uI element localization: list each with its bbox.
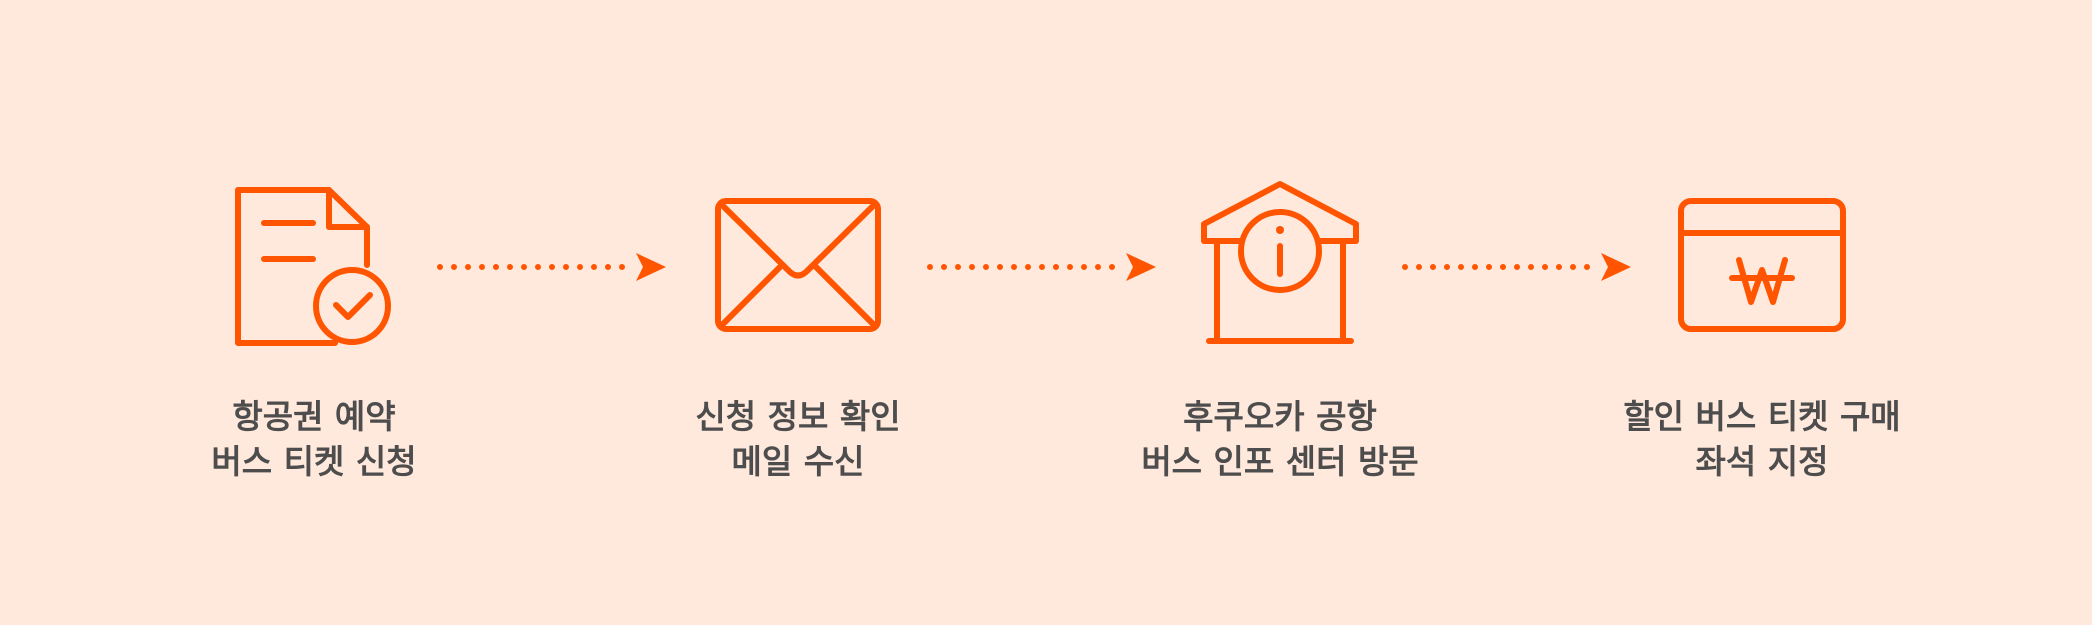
flow-arrow-1 [430, 247, 670, 287]
step-label-2-line2: 메일 수신 [731, 442, 865, 481]
step-label-3-line1: 후쿠오카 공항 [1183, 397, 1377, 436]
step-label-4: 할인 버스 티켓 구매 좌석 지정 [1572, 394, 1952, 484]
step-label-4-line1: 할인 버스 티켓 구매 [1623, 397, 1901, 436]
step-label-1: 항공권 예약 버스 티켓 신청 [124, 394, 504, 484]
won-ticket-icon [1672, 175, 1852, 355]
step-label-4-line2: 좌석 지정 [1695, 442, 1829, 481]
envelope-icon [708, 175, 888, 355]
step-label-1-line1: 항공권 예약 [232, 397, 396, 436]
step-label-2: 신청 정보 확인 메일 수신 [608, 394, 988, 484]
flow-arrow-3 [1395, 247, 1635, 287]
info-center-icon [1190, 175, 1370, 355]
document-check-icon [224, 175, 404, 355]
flow-arrow-2 [920, 247, 1160, 287]
step-label-1-line2: 버스 티켓 신청 [211, 442, 417, 481]
step-label-2-line1: 신청 정보 확인 [695, 397, 901, 436]
step-label-3-line2: 버스 인포 센터 방문 [1141, 442, 1419, 481]
step-label-3: 후쿠오카 공항 버스 인포 센터 방문 [1090, 394, 1470, 484]
